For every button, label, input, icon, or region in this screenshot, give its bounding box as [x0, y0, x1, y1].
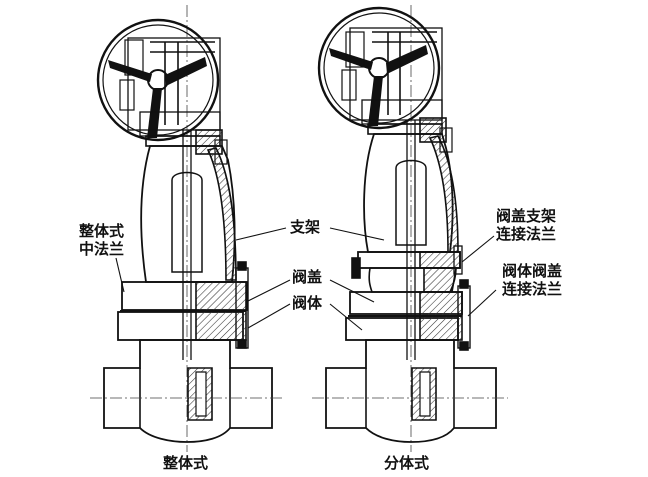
- leader-yoke-right: [329, 227, 385, 241]
- leader-bonnet-right: [329, 279, 375, 303]
- label-bonnet-yoke-flange: 阀盖支架 连接法兰: [496, 207, 556, 243]
- label-integral-mid-flange-line2: 中法兰: [79, 240, 125, 258]
- left-valve: [90, 5, 285, 452]
- right-body: [325, 339, 497, 443]
- left-body: [103, 339, 273, 443]
- leader-bonnet-left: [245, 279, 291, 303]
- left-mid-flange: [117, 261, 249, 349]
- leader-lines: [115, 227, 497, 331]
- label-body: 阀体: [292, 294, 323, 312]
- leader-yoke-left: [235, 227, 287, 241]
- caption-integral: 整体式: [163, 454, 209, 472]
- leader-integral-mid-flange: [115, 257, 125, 293]
- right-valve: [312, 5, 508, 452]
- right-handwheel: [317, 6, 441, 130]
- right-bonnet: [368, 267, 457, 293]
- label-integral-mid-flange-line1: 整体式: [79, 222, 125, 240]
- caption-split: 分体式: [384, 454, 430, 472]
- label-bonnet: 阀盖: [292, 268, 323, 286]
- leader-bonnet-yoke-flange: [461, 235, 495, 263]
- left-yoke: [140, 145, 237, 283]
- left-handwheel: [96, 18, 220, 142]
- label-bonnet-yoke-flange-line1: 阀盖支架: [496, 207, 557, 225]
- leader-body-left: [247, 303, 291, 329]
- label-body-bonnet-flange-line2: 连接法兰: [502, 280, 563, 298]
- left-actuator: [119, 37, 228, 165]
- leader-body-bonnet-flange: [467, 289, 497, 317]
- label-body-bonnet-flange: 阀体阀盖 连接法兰: [502, 262, 562, 298]
- label-body-bonnet-flange-line1: 阀体阀盖: [502, 262, 563, 280]
- label-yoke: 支架: [290, 218, 321, 236]
- leader-body-right: [329, 303, 363, 331]
- label-integral-mid-flange: 整体式 中法兰: [79, 222, 124, 258]
- label-bonnet-yoke-flange-line2: 连接法兰: [496, 225, 557, 243]
